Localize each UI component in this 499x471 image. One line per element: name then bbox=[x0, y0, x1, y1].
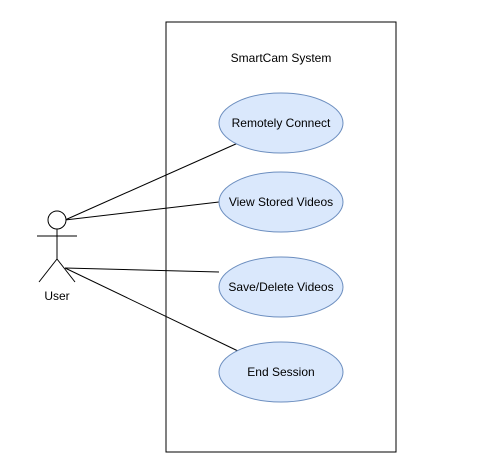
use-case-ellipse bbox=[218, 256, 344, 318]
use-case-ellipse bbox=[218, 92, 344, 154]
actor-label: User bbox=[44, 289, 69, 303]
use-case-ellipse bbox=[218, 341, 344, 403]
association-line-view-stored-videos bbox=[64, 201, 220, 221]
use-case-label: End Session bbox=[247, 365, 314, 379]
use-case-save-delete-videos: Save/Delete Videos bbox=[218, 256, 344, 318]
use-case-label: Save/Delete Videos bbox=[228, 280, 333, 294]
use-case-view-stored-videos: View Stored Videos bbox=[218, 171, 344, 233]
actor-user: User bbox=[37, 210, 77, 303]
system-title: SmartCam System bbox=[231, 51, 332, 65]
use-case-end-session: End Session bbox=[218, 341, 344, 403]
actor-left-leg bbox=[38, 258, 58, 283]
association-line-remotely-connect bbox=[64, 142, 239, 221]
use-case-remotely-connect: Remotely Connect bbox=[218, 92, 344, 154]
association-line-end-session bbox=[64, 267, 239, 352]
use-case-label: View Stored Videos bbox=[229, 195, 333, 209]
actor-right-leg bbox=[56, 258, 76, 283]
actor-head bbox=[47, 210, 67, 230]
use-case-ellipse bbox=[218, 171, 344, 233]
use-case-label: Remotely Connect bbox=[232, 116, 331, 130]
association-line-save-delete-videos bbox=[64, 267, 220, 273]
